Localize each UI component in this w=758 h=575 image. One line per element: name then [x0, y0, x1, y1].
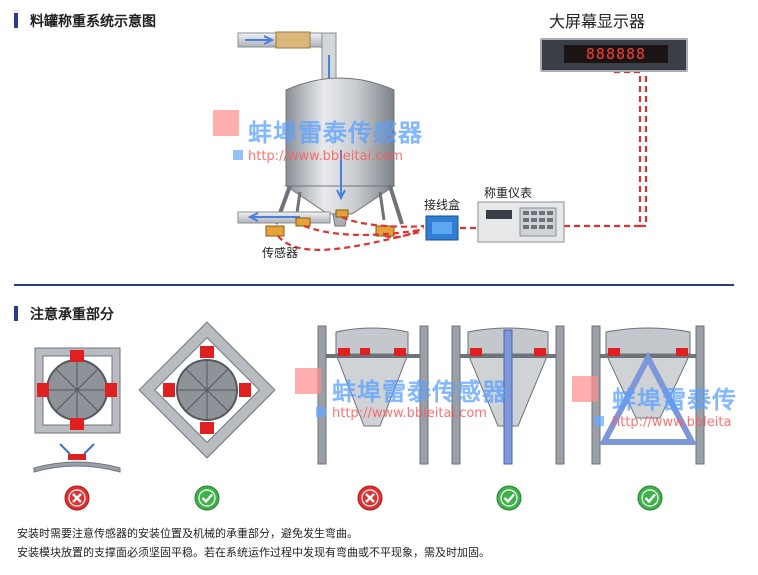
big-screen-display: 888888 — [540, 38, 688, 72]
watermark-url: http://www.bbleitai.com — [248, 149, 403, 164]
cross-icon — [357, 485, 383, 511]
sensor-pads — [265, 209, 395, 237]
watermark-url-partial: http://www.bbleita — [612, 415, 732, 430]
square-frame-diagram — [33, 347, 121, 473]
section-title-system: 料罐称重系统示意图 — [30, 14, 156, 30]
check-icon — [637, 485, 663, 511]
weighing-instrument — [477, 201, 565, 243]
note-line-2: 安装模块放置的支撑面必须坚固平稳。若在系统运作过程中发现有弯曲或不平现象，需及时… — [17, 546, 490, 559]
watermark-block — [233, 150, 243, 160]
check-icon — [194, 485, 220, 511]
watermark-brand: 蚌埠雷泰传感器 — [332, 378, 507, 406]
section-divider — [14, 284, 734, 286]
weighing-instrument-label: 称重仪表 — [484, 186, 533, 200]
outlet-pipe — [237, 211, 331, 224]
section-title-load-bearing: 注意承重部分 — [30, 307, 114, 323]
watermark-url: http://www.bbleitai.com — [332, 406, 487, 421]
watermark-brand-partial: 蚌埠雷泰传 — [612, 386, 737, 414]
watermark-block — [295, 368, 321, 394]
hopper-diagram-1 — [317, 325, 429, 465]
load-bearing-diagrams — [33, 321, 705, 473]
inlet-pipe — [237, 31, 337, 86]
junction-box — [425, 215, 459, 241]
watermark-block — [594, 416, 604, 426]
section-marker — [14, 13, 18, 28]
watermark-block — [572, 376, 598, 402]
hopper-diagram-2 — [451, 325, 565, 465]
junction-box-label: 接线盒 — [424, 198, 461, 212]
watermark-brand: 蚌埠雷泰传感器 — [248, 119, 423, 147]
big-screen-label: 大屏幕显示器 — [549, 12, 646, 31]
section-marker — [14, 306, 18, 321]
system-diagram — [237, 31, 684, 251]
diamond-frame-diagram — [138, 321, 276, 459]
sensor-label: 传感器 — [262, 246, 299, 260]
watermark-block — [213, 110, 239, 136]
note-line-1: 安装时需要注意传感器的安装位置及机械的承重部分，避免发生弯曲。 — [17, 527, 358, 540]
cross-icon — [64, 485, 90, 511]
check-icon — [496, 485, 522, 511]
display-digits: 888888 — [564, 45, 668, 63]
watermark-block — [316, 407, 326, 417]
